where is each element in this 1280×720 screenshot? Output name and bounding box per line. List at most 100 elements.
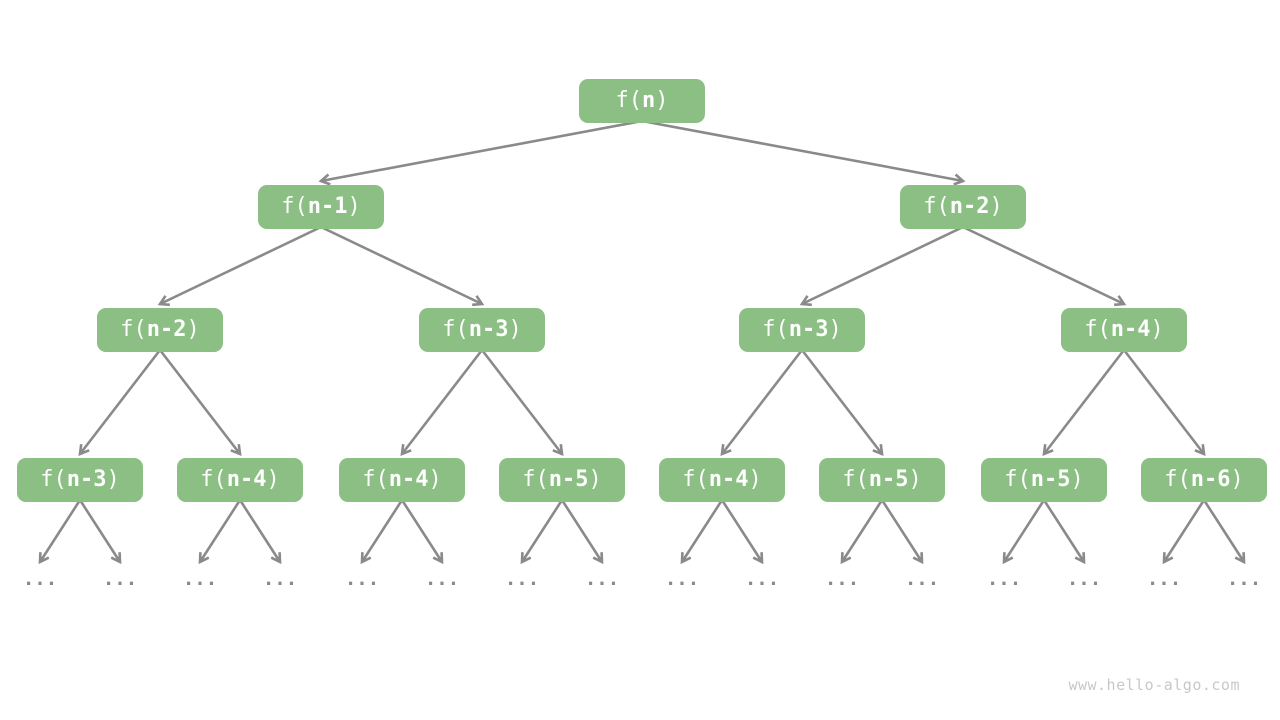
tree-node: f(n-2) xyxy=(900,185,1026,229)
node-text-inner: n-3 xyxy=(788,317,829,342)
node-text-prefix: f( xyxy=(842,467,869,492)
tree-edge-arrow xyxy=(38,499,82,565)
tree-edge-arrow xyxy=(962,225,1127,307)
node-text-suffix: ) xyxy=(908,467,922,492)
tree-edge-arrow xyxy=(360,499,404,565)
node-text-suffix: ) xyxy=(989,194,1003,219)
node-text-suffix: ) xyxy=(828,317,842,342)
tree-edge-arrow xyxy=(680,499,724,565)
node-text-prefix: f( xyxy=(362,467,389,492)
tree-node: f(n-3) xyxy=(419,308,545,352)
ellipsis-label: ... xyxy=(584,568,620,590)
node-text-suffix: ) xyxy=(347,194,361,219)
node-text-inner: n-5 xyxy=(548,467,589,492)
tree-edge-arrow xyxy=(318,119,643,186)
tree-node: f(n-5) xyxy=(499,458,625,502)
node-text-inner: n-2 xyxy=(146,317,187,342)
tree-node: f(n-2) xyxy=(97,308,223,352)
tree-node: f(n-5) xyxy=(981,458,1107,502)
node-text-prefix: f( xyxy=(200,467,227,492)
node-text-prefix: f( xyxy=(120,317,147,342)
ellipsis-label: ... xyxy=(664,568,700,590)
node-text-inner: n-4 xyxy=(708,467,749,492)
node-text-suffix: ) xyxy=(428,467,442,492)
ellipsis-label: ... xyxy=(986,568,1022,590)
node-text-inner: n-5 xyxy=(1030,467,1071,492)
ellipsis-label: ... xyxy=(824,568,860,590)
node-text-inner: n xyxy=(642,88,656,113)
ellipsis-label: ... xyxy=(504,568,540,590)
node-text-inner: n-1 xyxy=(307,194,348,219)
node-text-inner: n-3 xyxy=(468,317,509,342)
ellipsis-label: ... xyxy=(262,568,298,590)
tree-node: f(n-3) xyxy=(739,308,865,352)
node-text-suffix: ) xyxy=(748,467,762,492)
ellipsis-label: ... xyxy=(1066,568,1102,590)
tree-edge-arrow xyxy=(1122,349,1206,457)
watermark-text: www.hello-algo.com xyxy=(1068,676,1240,694)
node-text-suffix: ) xyxy=(655,88,669,113)
node-text-prefix: f( xyxy=(615,88,643,113)
tree-edge-arrow xyxy=(880,499,924,565)
tree-edge-arrow xyxy=(320,225,485,307)
tree-edge-arrow xyxy=(400,349,484,457)
tree-node: f(n) xyxy=(579,79,705,123)
tree-edge-arrow xyxy=(799,225,964,307)
tree-edge-arrow xyxy=(1162,499,1206,565)
tree-edge-arrow xyxy=(641,119,966,186)
node-text-prefix: f( xyxy=(40,467,67,492)
tree-node: f(n-4) xyxy=(339,458,465,502)
node-text-prefix: f( xyxy=(522,467,549,492)
tree-node: f(n-4) xyxy=(177,458,303,502)
tree-edge-arrow xyxy=(520,499,564,565)
ellipsis-label: ... xyxy=(182,568,218,590)
tree-edge-arrow xyxy=(1202,499,1246,565)
node-text-suffix: ) xyxy=(508,317,522,342)
tree-edge-arrow xyxy=(78,499,122,565)
tree-node: f(n-4) xyxy=(1061,308,1187,352)
node-text-prefix: f( xyxy=(1084,317,1111,342)
ellipsis-label: ... xyxy=(344,568,380,590)
node-text-prefix: f( xyxy=(1164,467,1191,492)
tree-edge-arrow xyxy=(480,349,564,457)
node-text-inner: n-5 xyxy=(868,467,909,492)
ellipsis-label: ... xyxy=(1226,568,1262,590)
tree-edge-arrow xyxy=(400,499,444,565)
tree-edge-arrow xyxy=(560,499,604,565)
tree-edge-arrow xyxy=(1042,349,1126,457)
ellipsis-label: ... xyxy=(744,568,780,590)
tree-edge-arrow xyxy=(1042,499,1086,565)
node-text-suffix: ) xyxy=(266,467,280,492)
tree-edge-arrow xyxy=(78,349,162,457)
tree-edge-arrow xyxy=(720,349,804,457)
tree-node: f(n-5) xyxy=(819,458,945,502)
ellipsis-label: ... xyxy=(102,568,138,590)
node-text-suffix: ) xyxy=(1230,467,1244,492)
node-text-prefix: f( xyxy=(923,194,950,219)
node-text-prefix: f( xyxy=(442,317,469,342)
tree-node: f(n-1) xyxy=(258,185,384,229)
tree-edge-arrow xyxy=(238,499,282,565)
node-text-prefix: f( xyxy=(1004,467,1031,492)
node-text-inner: n-2 xyxy=(949,194,990,219)
node-text-inner: n-3 xyxy=(66,467,107,492)
ellipsis-label: ... xyxy=(1146,568,1182,590)
tree-edge-arrow xyxy=(158,349,242,457)
tree-node: f(n-4) xyxy=(659,458,785,502)
tree-edge-arrow xyxy=(1002,499,1046,565)
tree-edge-arrow xyxy=(800,349,884,457)
ellipsis-label: ... xyxy=(424,568,460,590)
tree-edge-arrow xyxy=(840,499,884,565)
node-text-inner: n-4 xyxy=(226,467,267,492)
tree-edge-arrow xyxy=(720,499,764,565)
tree-edge-arrow xyxy=(198,499,242,565)
tree-edge-arrow xyxy=(157,225,322,307)
node-text-prefix: f( xyxy=(762,317,789,342)
tree-node: f(n-6) xyxy=(1141,458,1267,502)
node-text-suffix: ) xyxy=(1150,317,1164,342)
tree-node: f(n-3) xyxy=(17,458,143,502)
ellipsis-label: ... xyxy=(904,568,940,590)
node-text-inner: n-6 xyxy=(1190,467,1231,492)
